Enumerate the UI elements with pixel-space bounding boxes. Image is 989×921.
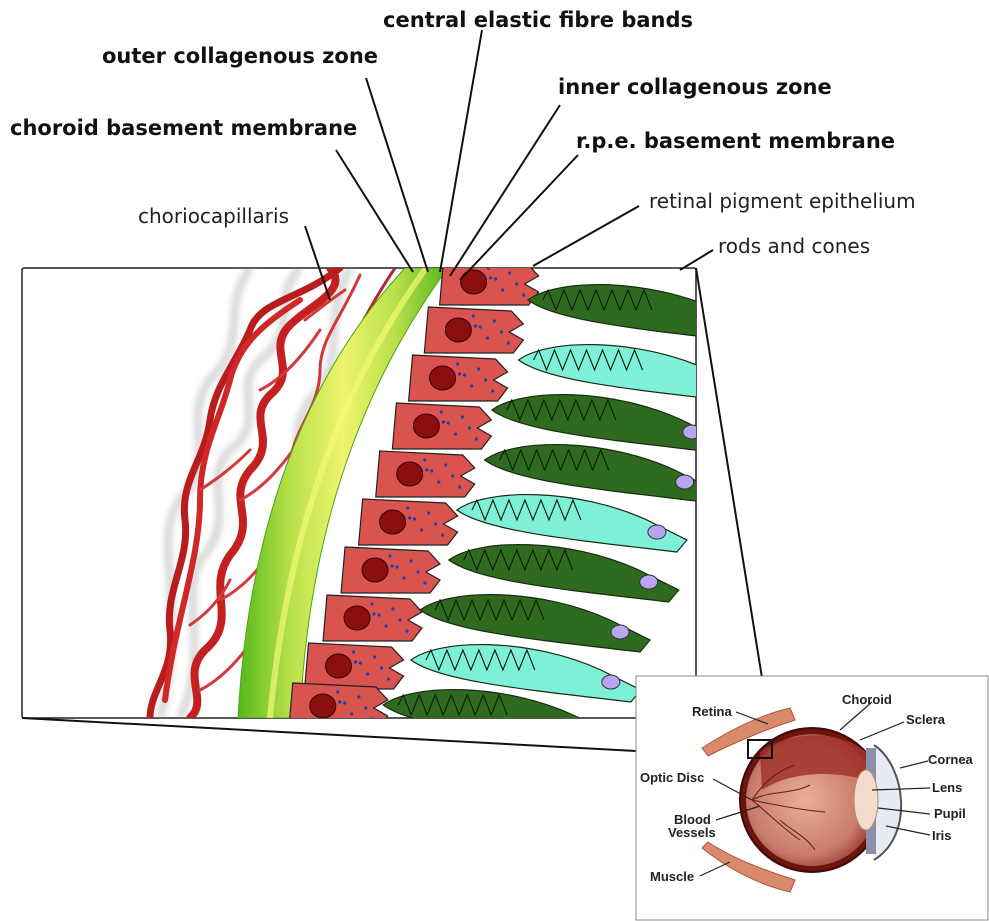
photoreceptor-nucleus bbox=[710, 375, 728, 389]
rpe-nucleus bbox=[362, 558, 388, 582]
rpe-cell bbox=[409, 355, 508, 401]
photoreceptor-nucleus bbox=[611, 625, 629, 639]
leader-lines bbox=[305, 30, 713, 300]
rpe-cell bbox=[392, 403, 491, 449]
rpe-cell bbox=[341, 547, 440, 593]
eye-label-lens: Lens bbox=[932, 780, 962, 795]
lens bbox=[854, 770, 878, 830]
eye-label-sclera: Sclera bbox=[906, 712, 946, 727]
rpe-nucleus bbox=[445, 318, 471, 342]
rpe-cell bbox=[289, 683, 388, 729]
rpe-cell bbox=[359, 499, 458, 545]
photoreceptor-nucleus bbox=[640, 575, 658, 589]
eye-label-muscle: Muscle bbox=[650, 869, 694, 884]
label-inner-collagenous-zone: inner collagenous zone bbox=[558, 75, 832, 99]
rpe-nucleus bbox=[397, 462, 423, 486]
eye-label-vessels: Vessels bbox=[668, 825, 716, 840]
eye-label-retina: Retina bbox=[692, 704, 733, 719]
rpe-nucleus bbox=[380, 510, 406, 534]
eye-label-iris: Iris bbox=[932, 828, 952, 843]
photoreceptor-nucleus bbox=[683, 425, 701, 439]
photoreceptor-nucleus bbox=[719, 315, 737, 329]
label-central-elastic-fibre-bands: central elastic fibre bands bbox=[383, 8, 693, 32]
rpe-cell bbox=[305, 643, 404, 689]
photoreceptor-nucleus bbox=[602, 675, 620, 689]
rpe-cell bbox=[424, 307, 523, 353]
label-choroid-basement-membrane: choroid basement membrane bbox=[10, 116, 357, 140]
rpe-nucleus bbox=[310, 694, 336, 718]
eye-inset: Retina Choroid Sclera Cornea Lens Pupil … bbox=[636, 676, 988, 920]
rpe-cell bbox=[323, 595, 422, 641]
eye-label-choroid: Choroid bbox=[842, 692, 892, 707]
magnified-panel bbox=[22, 259, 758, 747]
eye-label-pupil: Pupil bbox=[934, 806, 966, 821]
label-outer-collagenous-zone: outer collagenous zone bbox=[102, 44, 378, 68]
photoreceptor-nucleus bbox=[574, 720, 592, 734]
label-rods-and-cones: rods and cones bbox=[718, 234, 870, 258]
label-retinal-pigment-epithelium: retinal pigment epithelium bbox=[649, 189, 916, 213]
rpe-nucleus bbox=[326, 654, 352, 678]
rpe-nucleus bbox=[413, 414, 439, 438]
rpe-nucleus bbox=[461, 270, 487, 294]
rpe-nucleus bbox=[344, 606, 370, 630]
label-rpe-basement-membrane: r.p.e. basement membrane bbox=[576, 129, 895, 153]
photoreceptor-nucleus bbox=[676, 475, 694, 489]
eye-label-optic-disc: Optic Disc bbox=[640, 770, 704, 785]
rpe-cell bbox=[376, 451, 475, 497]
label-choriocapillaris: choriocapillaris bbox=[138, 204, 289, 228]
photoreceptor-nucleus bbox=[648, 525, 666, 539]
rpe-cell bbox=[440, 259, 539, 305]
eye-label-cornea: Cornea bbox=[928, 752, 974, 767]
rpe-nucleus bbox=[430, 366, 456, 390]
